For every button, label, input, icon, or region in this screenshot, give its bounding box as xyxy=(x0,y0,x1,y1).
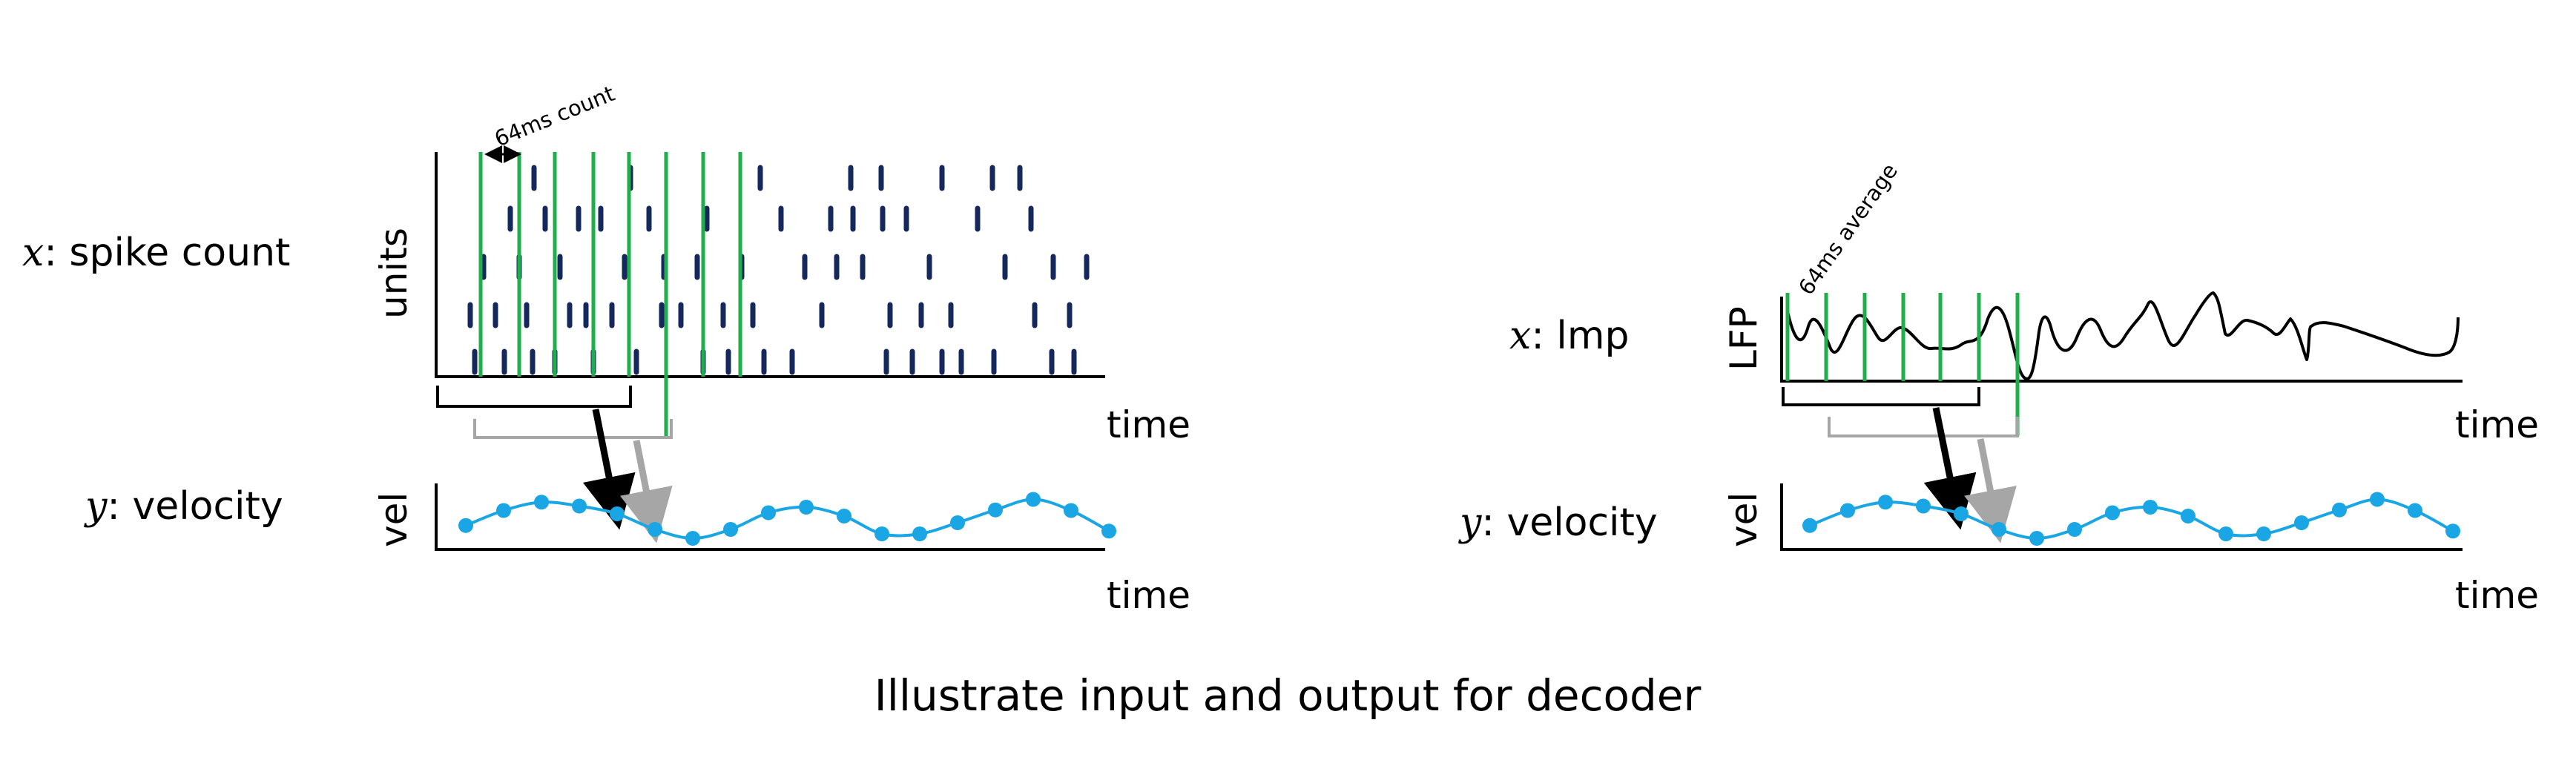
lmp-panel: x: lmp LFP 64ms average time y: velocity… xyxy=(1458,159,2539,617)
velocity-sample-point xyxy=(534,495,549,510)
spike-y-text: : velocity xyxy=(107,484,283,529)
velocity-line xyxy=(1809,498,2454,541)
count-window-annotation: 64ms count xyxy=(484,81,619,163)
raster-ylabel: units xyxy=(372,228,415,319)
velocity-sample-point xyxy=(2294,515,2309,530)
velocity-sample-point xyxy=(988,502,1003,518)
lfp-trace xyxy=(1786,291,2460,380)
velocity-sample-point xyxy=(2332,502,2347,518)
lfp-axes xyxy=(1780,297,2463,383)
lmp-current-window-arrow xyxy=(1923,407,1977,530)
raster-axes xyxy=(435,152,1105,378)
lmp-x-text: : lmp xyxy=(1531,314,1629,358)
velocity-sample-point xyxy=(610,506,625,521)
next-window-arrow xyxy=(620,440,673,543)
velocity-sample-point xyxy=(685,531,700,546)
spike-vel-time-label: time xyxy=(1107,574,1190,617)
lmp-y-var: y xyxy=(1458,500,1482,545)
lmp-vel-ylabel: vel xyxy=(1722,492,1765,547)
velocity-sample-point xyxy=(1026,492,1041,507)
spike-x-row-label: x: spike count xyxy=(22,231,290,275)
spike-raster xyxy=(467,165,1090,375)
velocity-sample-point xyxy=(874,526,889,541)
current-window-bracket xyxy=(436,386,632,408)
velocity-sample-point xyxy=(1840,503,1855,518)
velocity-sample-point xyxy=(761,505,776,521)
spike-y-row-label: y: velocity xyxy=(84,484,283,529)
lmp-y-text: : velocity xyxy=(1481,500,1657,545)
velocity-sample-point xyxy=(2218,526,2233,541)
velocity-sample-point xyxy=(648,522,662,537)
spike-y-var: y xyxy=(84,484,108,529)
lmp-x-row-label: x: lmp xyxy=(1509,314,1630,358)
spike-vel-ylabel: vel xyxy=(372,492,415,547)
velocity-sample-point xyxy=(458,518,473,533)
lmp-velocity-trace xyxy=(1802,492,2460,546)
spike-x-text: : spike count xyxy=(44,231,290,275)
velocity-sample-point xyxy=(2067,522,2082,537)
velocity-sample-point xyxy=(2370,492,2385,507)
velocity-sample-point xyxy=(723,522,738,537)
average-window-lines xyxy=(1785,293,2020,436)
velocity-sample-point xyxy=(912,526,927,541)
lmp-current-window-bracket xyxy=(1782,387,1980,406)
count-window-label: 64ms count xyxy=(491,81,619,152)
velocity-sample-point xyxy=(2143,500,2158,515)
lmp-next-window-bracket xyxy=(1828,417,2019,437)
lmp-x-var: x xyxy=(1509,314,1531,358)
spike-velocity-trace xyxy=(458,492,1116,546)
lfp-time-label: time xyxy=(2455,403,2539,446)
velocity-sample-point xyxy=(837,509,851,523)
velocity-line xyxy=(465,498,1110,541)
velocity-sample-point xyxy=(1064,503,1078,518)
velocity-sample-point xyxy=(2408,503,2422,518)
next-window-bracket xyxy=(473,419,673,439)
velocity-sample-point xyxy=(2256,526,2271,541)
velocity-sample-point xyxy=(2445,523,2460,539)
count-window-lines xyxy=(478,152,742,437)
velocity-sample-point xyxy=(950,515,965,530)
lmp-vel-time-label: time xyxy=(2455,574,2539,617)
lmp-vel-axes xyxy=(1780,483,2463,551)
velocity-sample-point xyxy=(1916,498,1931,514)
spike-vel-axes xyxy=(435,483,1105,551)
raster-time-label: time xyxy=(1107,403,1190,446)
current-window-arrow xyxy=(582,409,636,530)
velocity-sample-point xyxy=(2029,531,2044,546)
average-window-label: 64ms average xyxy=(1793,159,1903,300)
velocity-sample-point xyxy=(1992,522,2006,537)
velocity-sample-point xyxy=(496,503,511,518)
lfp-ylabel: LFP xyxy=(1722,306,1765,371)
lmp-next-window-arrow xyxy=(1964,438,2017,543)
lmp-y-row-label: y: velocity xyxy=(1458,500,1658,545)
velocity-sample-point xyxy=(2105,505,2120,521)
velocity-sample-point xyxy=(799,500,814,515)
velocity-sample-point xyxy=(1954,506,1969,521)
velocity-sample-point xyxy=(1101,523,1116,539)
velocity-sample-point xyxy=(2181,509,2195,523)
velocity-sample-point xyxy=(1802,518,1817,533)
spike-panel: x: spike count units 64ms count time y: … xyxy=(22,81,1190,617)
spike-x-var: x xyxy=(22,231,44,275)
figure-caption: Illustrate input and output for decoder xyxy=(874,670,1702,721)
velocity-sample-point xyxy=(1878,495,1893,510)
velocity-sample-point xyxy=(572,498,587,514)
